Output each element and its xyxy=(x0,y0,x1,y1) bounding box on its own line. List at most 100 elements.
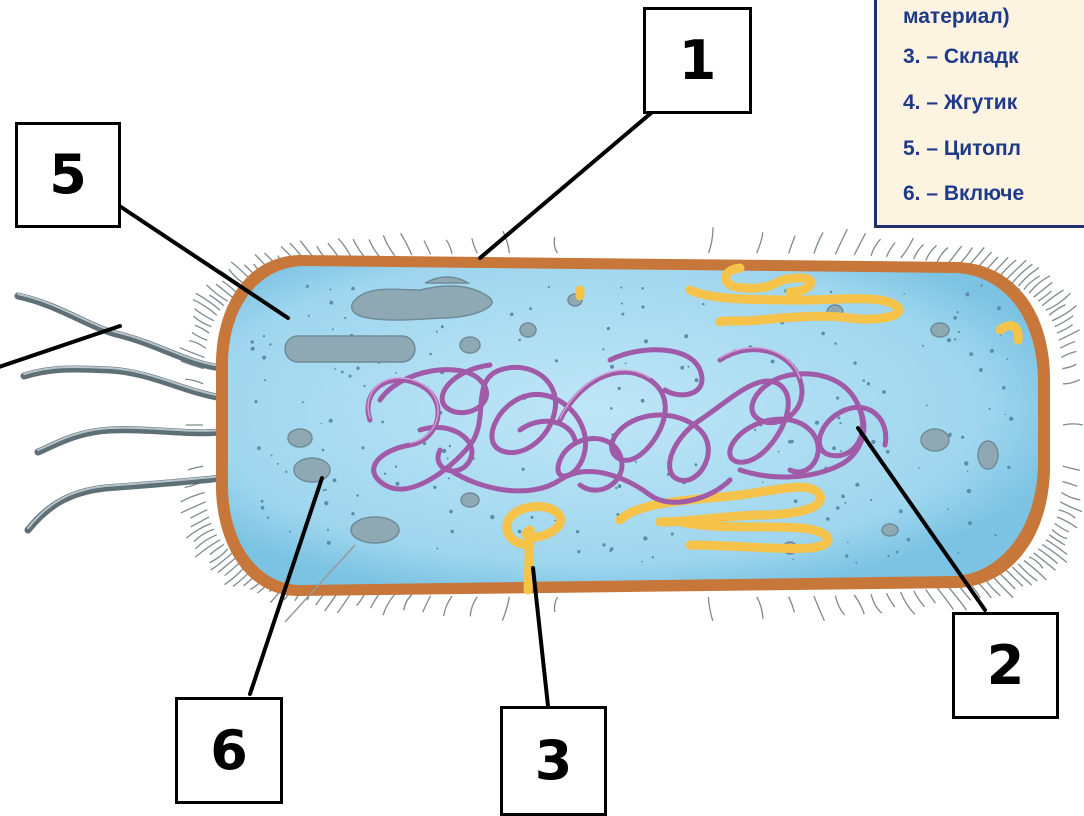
granule xyxy=(267,517,269,519)
granule xyxy=(979,368,983,372)
granule xyxy=(436,331,438,333)
pilus xyxy=(1057,324,1073,333)
pilus xyxy=(210,549,228,563)
granule xyxy=(618,484,622,488)
granule xyxy=(644,339,648,343)
pilus xyxy=(1046,540,1067,555)
granule xyxy=(381,421,384,424)
pilus xyxy=(1006,570,1023,586)
pilus xyxy=(383,594,395,615)
granule xyxy=(832,446,836,450)
granule xyxy=(968,521,972,525)
pilus xyxy=(185,379,203,383)
label-box-3: 3 xyxy=(500,706,607,816)
granule xyxy=(918,467,920,469)
legend-line-1: 3. – Складк xyxy=(903,45,1019,69)
granule xyxy=(684,334,688,338)
pilus xyxy=(886,593,894,607)
granule xyxy=(862,379,865,382)
pilus xyxy=(404,595,412,610)
pilus xyxy=(191,510,208,518)
pilus xyxy=(470,597,477,617)
pilus xyxy=(1052,306,1076,321)
pilus xyxy=(218,557,237,573)
granule xyxy=(285,471,287,473)
granule xyxy=(953,316,957,320)
pilus xyxy=(210,544,224,554)
granule xyxy=(271,455,273,457)
granule xyxy=(837,416,840,419)
granule xyxy=(518,339,521,342)
granule xyxy=(356,494,359,497)
granule xyxy=(841,495,845,499)
pilus xyxy=(369,240,379,257)
granule xyxy=(618,387,621,390)
granule xyxy=(448,477,450,479)
pilus xyxy=(901,592,915,614)
pilus xyxy=(992,575,1013,597)
granule xyxy=(840,450,842,452)
granule xyxy=(306,285,309,288)
leader-line-4 xyxy=(0,326,120,370)
pilus xyxy=(886,242,895,256)
pilus xyxy=(1055,523,1069,531)
leader-line-1 xyxy=(480,108,657,258)
granule xyxy=(903,293,905,295)
granule xyxy=(964,461,968,465)
granule xyxy=(886,450,890,454)
pilus xyxy=(400,233,411,255)
granule xyxy=(577,550,580,553)
granule xyxy=(261,500,264,503)
granule xyxy=(395,466,397,468)
pilus xyxy=(1038,549,1057,564)
granule xyxy=(957,552,959,554)
granule xyxy=(522,468,525,471)
granule xyxy=(947,508,949,510)
granule xyxy=(429,353,432,356)
pilus xyxy=(181,502,206,513)
granule xyxy=(529,307,532,310)
granule xyxy=(844,502,846,504)
granule xyxy=(263,335,265,337)
granule xyxy=(554,520,556,522)
pilus xyxy=(188,466,203,470)
granule xyxy=(1007,358,1009,360)
pilus xyxy=(835,229,847,254)
granule xyxy=(264,379,266,381)
granule xyxy=(896,551,899,554)
pilus xyxy=(1029,276,1050,293)
granule xyxy=(620,287,622,289)
granule xyxy=(332,328,334,330)
pilus xyxy=(1055,316,1074,327)
pilus xyxy=(757,597,763,619)
granule xyxy=(882,390,886,394)
granule xyxy=(329,301,333,305)
pilus xyxy=(1062,364,1076,369)
granule xyxy=(853,361,856,364)
granule xyxy=(887,555,889,557)
granule xyxy=(754,429,756,431)
granule xyxy=(576,530,579,533)
granule xyxy=(771,360,775,364)
granule xyxy=(395,372,397,374)
pilus xyxy=(1061,493,1080,500)
granule xyxy=(1005,414,1007,416)
pilus xyxy=(195,540,220,557)
granule xyxy=(641,399,645,403)
pilus xyxy=(937,588,953,610)
granule xyxy=(363,385,365,387)
granule xyxy=(926,405,928,407)
granule xyxy=(836,397,839,400)
legend-line-0: материал) xyxy=(903,5,1010,29)
granule xyxy=(1009,417,1013,421)
granule xyxy=(994,534,996,536)
pilus xyxy=(835,596,844,615)
granule xyxy=(361,446,364,449)
granule xyxy=(839,422,841,424)
granule xyxy=(641,561,643,563)
pilus xyxy=(901,238,914,258)
legend-line-3: 5. – Цитопл xyxy=(903,137,1021,161)
granule xyxy=(688,366,690,368)
pilus xyxy=(914,591,925,607)
granule xyxy=(965,292,969,296)
